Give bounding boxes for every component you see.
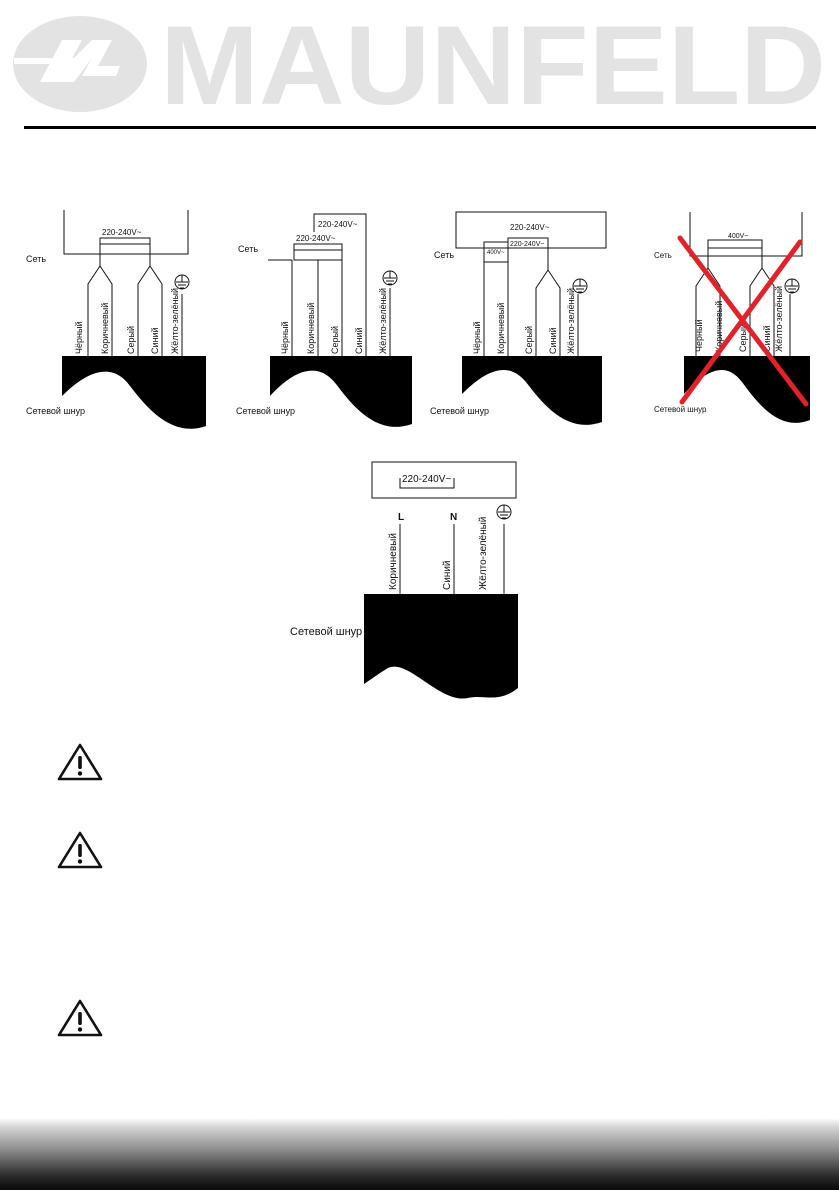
power-cord (462, 356, 602, 425)
wire-label: Коричневый (496, 303, 506, 354)
wire-label: Жёлто-зелёный (774, 286, 784, 352)
voltage-label: 220-240V~ (510, 241, 544, 248)
terminal-n-label: N (450, 512, 457, 523)
cord-label: Сетевой шнур (290, 626, 362, 638)
supply-label: Сеть (434, 250, 454, 260)
cord-label: Сетевой шнур (236, 406, 295, 416)
voltage-label: 400V~ (487, 250, 505, 256)
supply-label: Сеть (26, 254, 46, 264)
cord-label: Сетевой шнур (26, 406, 85, 416)
incorrect-cross-icon (677, 235, 809, 407)
power-cord (684, 356, 810, 423)
supply-label: Сеть (238, 244, 258, 254)
header-rule (24, 126, 816, 129)
wire-label: Синий (354, 327, 364, 354)
wire-label: Чёрный (74, 322, 84, 354)
wire-label: Серый (126, 326, 136, 354)
power-cord (62, 356, 206, 429)
wire-label: Жёлто-зелёный (378, 288, 388, 354)
wiring-diagram-3: Сеть 220-240V~ 400V~ 220-240V~ Чёрный Ко… (430, 211, 607, 425)
wire-label: Чёрный (472, 322, 482, 354)
wire-label: Коричневый (388, 533, 399, 590)
supply-label: Сеть (654, 251, 672, 260)
wire-label: Жёлто-зелёный (566, 288, 576, 354)
voltage-label: 220-240V~ (510, 223, 550, 232)
wire-label: Серый (738, 324, 748, 352)
voltage-label: 220-240V~ (318, 220, 358, 229)
wire-label: Коричневый (714, 301, 724, 352)
wire-label: Жёлто-зелёный (170, 288, 180, 354)
wire-label: Серый (330, 326, 340, 354)
wire-label: Серый (524, 326, 534, 354)
wire-label: Коричневый (100, 303, 110, 354)
warning-triangle-icon (57, 999, 103, 1037)
wire-label: Синий (150, 327, 160, 354)
wire-label: Жёлто-зелёный (478, 517, 489, 590)
wire-label: Коричневый (306, 303, 316, 354)
logo-emblem-icon (13, 16, 147, 112)
warning-triangle-icon (57, 831, 103, 869)
power-cord (270, 356, 412, 427)
footer-gradient-bar (0, 1118, 839, 1190)
wire-label: Чёрный (280, 322, 290, 354)
voltage-label: 220-240V~ (296, 234, 336, 243)
voltage-label: 400V~ (728, 233, 748, 240)
wiring-diagram-4-incorrect: Сеть 400V~ Чёрный Коричневый Серый Синий… (654, 212, 810, 423)
wiring-diagram-5: 220-240V~ L N Коричневый Синий Жёлто-зел… (290, 461, 518, 699)
wiring-diagram-1: Сеть 220-240V~ Чёрный Коричневый Серый С… (26, 210, 206, 429)
wire-label: Синий (548, 327, 558, 354)
cord-label: Сетевой шнур (654, 405, 707, 414)
wire-label: Чёрный (694, 320, 704, 352)
terminal-l-label: L (398, 512, 404, 523)
cord-label: Сетевой шнур (430, 406, 489, 416)
warning-triangle-icon (57, 743, 103, 781)
wire-label: Синий (762, 325, 772, 352)
wiring-diagram-2: Сеть 220-240V~ 220-240V~ Чёрный Коричнев… (236, 213, 412, 427)
wire-label: Синий (442, 560, 453, 590)
maunfeld-logo: MAUNFELD (13, 3, 826, 125)
voltage-label: 220-240V~ (102, 228, 142, 237)
brand-wordmark: MAUNFELD (160, 3, 826, 125)
power-cord (364, 594, 518, 699)
voltage-label: 220-240V~ (402, 474, 451, 485)
